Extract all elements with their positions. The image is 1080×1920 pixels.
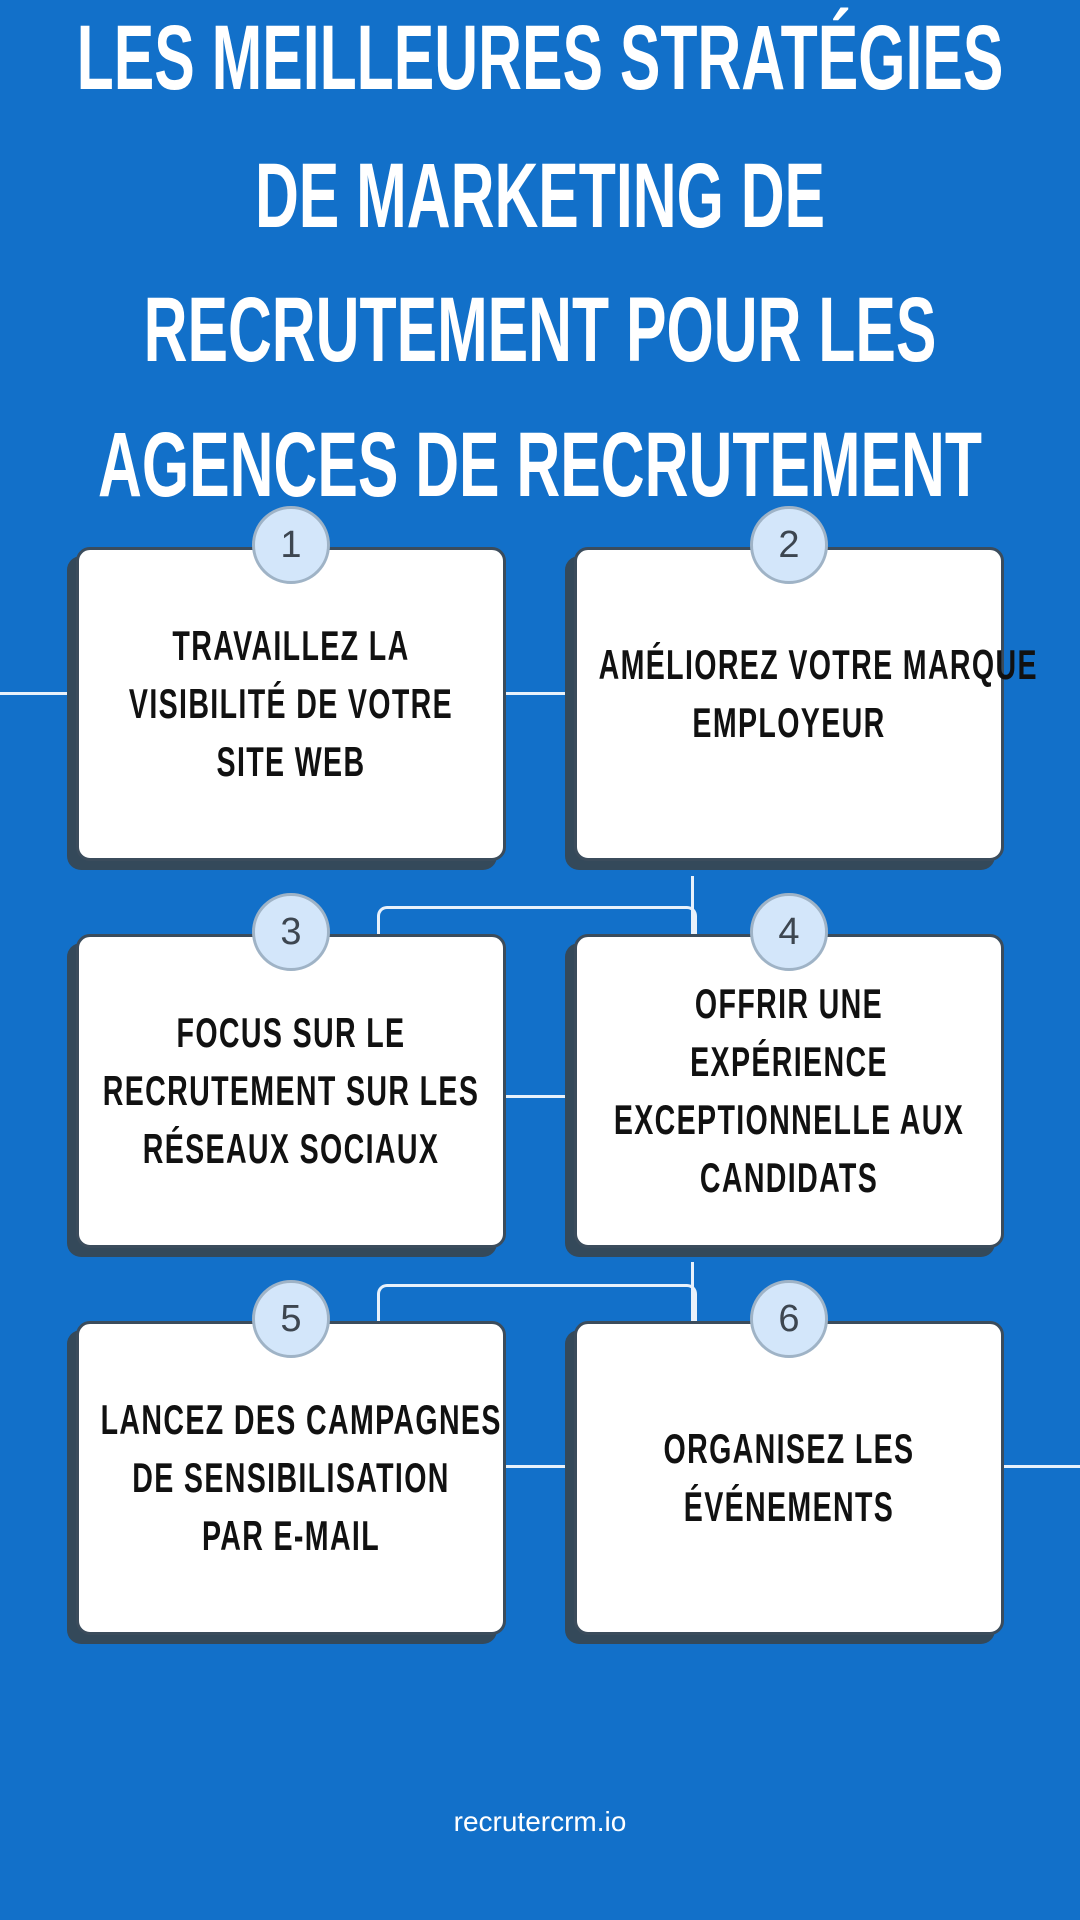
step-number-badge: 1	[252, 506, 330, 584]
step-number-badge: 3	[252, 893, 330, 971]
connector-elbow	[377, 1284, 697, 1325]
connector-line	[506, 692, 576, 695]
step-number-badge: 6	[750, 1280, 828, 1358]
footer-brand: recrutercrm.io	[453, 1806, 627, 1837]
title-line: LES MEILLEURES STRATÉGIES	[76, 7, 1004, 109]
connector-line	[506, 1465, 576, 1468]
title-line: AGENCES DE RECRUTEMENT	[98, 414, 982, 516]
title-line: DE MARKETING DE	[254, 145, 826, 247]
connector-line	[1004, 1465, 1080, 1468]
connector-line	[0, 692, 80, 695]
title-line: RECRUTEMENT POUR LES	[143, 279, 937, 381]
step-number-badge: 2	[750, 506, 828, 584]
step-number-badge: 4	[750, 893, 828, 971]
step-number-badge: 5	[252, 1280, 330, 1358]
connector-elbow	[377, 876, 694, 936]
connector-line	[506, 1095, 576, 1098]
connector-elbow	[377, 906, 697, 939]
